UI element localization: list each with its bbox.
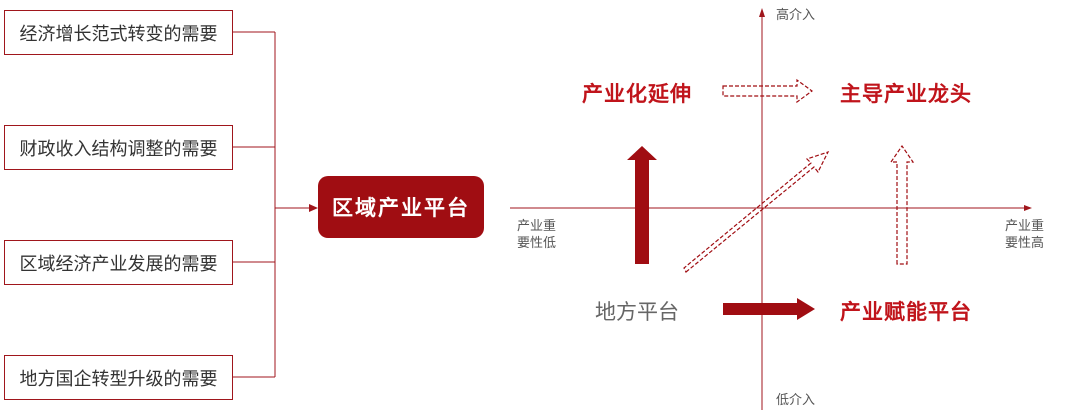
quadrant-axes: [510, 16, 1026, 410]
platform-box: 区域产业平台: [318, 176, 484, 238]
connector-arrowhead: [309, 204, 318, 212]
need-box-regional: 区域经济产业发展的需要: [4, 240, 233, 285]
axis-label-right: 产业重 要性高: [1005, 218, 1044, 252]
connector-lines: [233, 31, 310, 378]
dashed-up-arrow: [889, 144, 915, 265]
axis-label-left-line1: 产业重: [517, 219, 557, 234]
need-box-fiscal: 财政收入结构调整的需要: [4, 125, 233, 170]
axis-label-left-line2: 要性低: [517, 236, 557, 251]
dashed-diagonal-arrow: [683, 150, 830, 273]
need-box-growth: 经济增长范式转变的需要: [4, 10, 233, 55]
label-leading-industry: 主导产业龙头: [840, 82, 972, 106]
axis-label-right-line1: 产业重: [1005, 219, 1045, 234]
axis-label-top: 高介入: [776, 8, 816, 23]
x-axis-arrowhead: [1024, 205, 1032, 211]
axis-label-bottom: 低介入: [776, 393, 816, 408]
label-empowerment-platform: 产业赋能平台: [840, 300, 972, 324]
axis-label-right-line2: 要性高: [1005, 236, 1045, 251]
need-box-soe: 地方国企转型升级的需要: [4, 355, 233, 400]
label-industrial-extension: 产业化延伸: [582, 82, 692, 106]
axis-label-left: 产业重 要性低: [517, 218, 556, 252]
dashed-right-arrow: [722, 78, 814, 104]
solid-up-arrow: [627, 146, 657, 264]
label-local-platform: 地方平台: [595, 300, 679, 324]
y-axis-arrowhead: [759, 8, 765, 17]
solid-right-arrow: [723, 298, 815, 320]
